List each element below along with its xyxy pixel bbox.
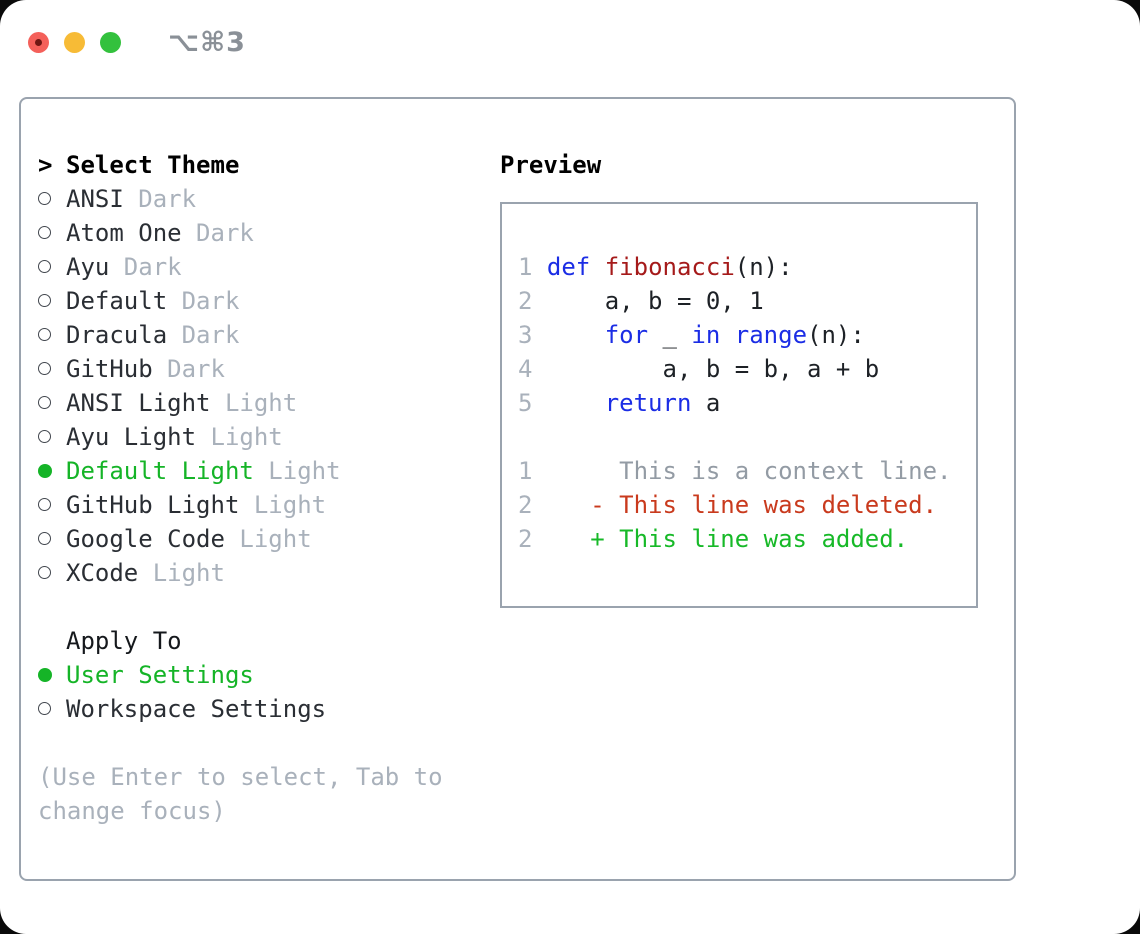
apply-to-header: Apply To <box>38 624 500 658</box>
theme-option[interactable]: GitHub Light Light <box>38 488 500 522</box>
theme-option-variant: Light <box>253 457 341 485</box>
preview-line: 4 a, b = b, a + b <box>518 355 880 383</box>
preview-header: Preview <box>500 151 602 179</box>
radio-icon <box>38 362 51 375</box>
help-text: (Use Enter to select, Tab to change focu… <box>38 760 500 828</box>
preview-box: 1 def fibonacci(n): 2 a, b = 0, 1 3 for _ … <box>500 202 978 608</box>
radio-icon <box>38 328 51 341</box>
apply-option-label: User Settings <box>66 661 254 689</box>
theme-option-label: GitHub Light <box>66 491 240 519</box>
focus-caret: > <box>38 151 53 179</box>
theme-option[interactable]: Dracula Dark <box>38 318 500 352</box>
preview-line: 2 - This line was deleted. <box>518 491 938 519</box>
theme-option-variant: Dark <box>123 185 197 213</box>
preview-line: 3 for _ in range(n): <box>518 321 865 349</box>
apply-to-title: Apply To <box>66 627 182 655</box>
theme-option-label: Dracula <box>66 321 168 349</box>
theme-option-label: Default <box>66 287 168 315</box>
radio-icon <box>38 702 51 715</box>
close-button[interactable] <box>28 32 49 53</box>
preview-line <box>518 420 976 454</box>
theme-option-variant: Dark <box>167 287 240 315</box>
theme-option[interactable]: ANSI Dark <box>38 182 500 216</box>
radio-selected-icon <box>38 463 52 478</box>
radio-icon <box>38 260 51 273</box>
help-line-1: (Use Enter to select, Tab to <box>38 763 443 791</box>
preview-line: 1 def fibonacci(n): <box>518 253 793 281</box>
theme-option-variant: Dark <box>109 253 182 281</box>
preview-lines: 1 def fibonacci(n): 2 a, b = 0, 1 3 for _ … <box>518 250 976 556</box>
select-theme-title: Select Theme <box>66 151 240 179</box>
radio-icon <box>38 192 51 205</box>
help-line-2: change focus) <box>38 797 226 825</box>
theme-option[interactable]: Ayu Dark <box>38 250 500 284</box>
theme-option-variant: Light <box>138 559 225 587</box>
apply-option[interactable]: Workspace Settings <box>38 692 500 726</box>
theme-option[interactable]: XCode Light <box>38 556 500 590</box>
theme-option-label: Ayu Light <box>66 423 197 451</box>
theme-option-variant: Dark <box>167 321 240 349</box>
radio-icon <box>38 566 51 579</box>
theme-option-variant: Light <box>210 389 298 417</box>
theme-option-variant: Light <box>196 423 283 451</box>
theme-option[interactable]: Google Code Light <box>38 522 500 556</box>
preview-column: Preview 1 def fibonacci(n): 2 a, b = 0, 1… <box>500 99 1014 879</box>
preview-line: 2 + This line was added. <box>518 525 909 553</box>
preview-line: 1 This is a context line. <box>518 457 952 485</box>
theme-option[interactable]: Default Dark <box>38 284 500 318</box>
theme-option-variant: Dark <box>181 219 254 247</box>
theme-option-label: ANSI Light <box>66 389 211 417</box>
preview-line: 5 return a <box>518 389 721 417</box>
theme-option[interactable]: Atom One Dark <box>38 216 500 250</box>
preview-line: 2 a, b = 0, 1 <box>518 287 764 315</box>
theme-option-label: Atom One <box>66 219 182 247</box>
theme-option-label: GitHub <box>66 355 153 383</box>
minimize-button[interactable] <box>64 32 85 53</box>
radio-icon <box>38 498 51 511</box>
apply-option[interactable]: User Settings <box>38 658 500 692</box>
radio-icon <box>38 532 51 545</box>
theme-option[interactable]: GitHub Dark <box>38 352 500 386</box>
theme-option-variant: Light <box>239 491 327 519</box>
theme-option-label: Google Code <box>66 525 225 553</box>
theme-option[interactable]: Default Light Light <box>38 454 500 488</box>
close-dot-icon <box>35 39 42 46</box>
theme-option[interactable]: Ayu Light Light <box>38 420 500 454</box>
theme-option-label: Default Light <box>66 457 254 485</box>
zoom-button[interactable] <box>100 32 121 53</box>
radio-icon <box>38 396 51 409</box>
theme-option[interactable]: ANSI Light Light <box>38 386 500 420</box>
radio-icon <box>38 226 51 239</box>
theme-option-variant: Dark <box>152 355 225 383</box>
select-theme-header: > Select Theme <box>38 148 500 182</box>
titlebar: ⌥⌘3 <box>28 27 246 58</box>
radio-selected-icon <box>38 667 52 682</box>
radio-icon <box>38 294 51 307</box>
theme-option-label: Ayu <box>66 253 110 281</box>
window-title: ⌥⌘3 <box>168 27 246 58</box>
theme-option-variant: Light <box>224 525 312 553</box>
theme-option-label: ANSI <box>66 185 124 213</box>
apply-option-label: Workspace Settings <box>66 695 327 723</box>
theme-option-label: XCode <box>66 559 139 587</box>
radio-icon <box>38 430 51 443</box>
